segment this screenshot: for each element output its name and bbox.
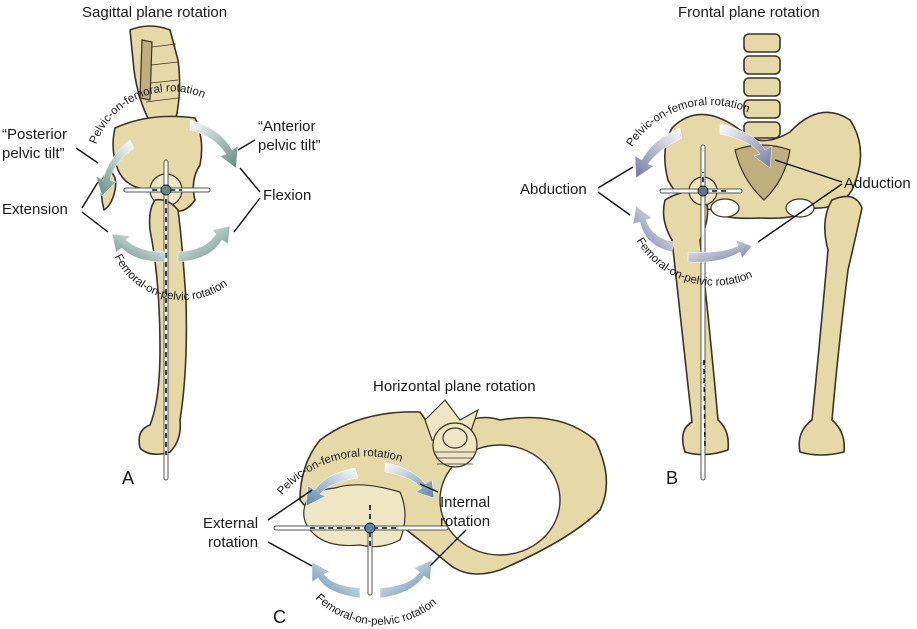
panel-a-title: Sagittal plane rotation (82, 4, 227, 21)
lumbar-spine-lateral (129, 25, 181, 123)
panel-letter-b: B (666, 468, 678, 488)
arrow-femoral-external-rotation (311, 561, 361, 599)
panel-c-title: Horizontal plane rotation (373, 378, 536, 395)
arrow-flexion (177, 225, 231, 263)
panel-letter-a: A (122, 468, 134, 488)
pivot-point-c (364, 522, 376, 534)
arrow-pelvic-internal-rotation (384, 461, 435, 499)
pivot-point-b (697, 185, 709, 197)
label-internal-rotation-2: rotation (440, 513, 490, 530)
arrow-pelvic-abduction (634, 127, 683, 179)
label-external-rotation-2: rotation (208, 534, 258, 551)
femur-right-frontal (798, 195, 863, 456)
label-posterior-pelvic-tilt-1: “Posterior (2, 126, 67, 143)
arc-label-femoral-on-pelvic-c: Femoral-on-pelvic rotation (313, 592, 439, 628)
arrow-extension (111, 233, 166, 263)
pelvic-inlet (439, 444, 561, 556)
panel-a-sagittal: Sagittal plane rotation Pelvic-on-femora… (2, 4, 321, 488)
femur-lateral (138, 198, 188, 456)
arrow-pelvic-adduction (719, 123, 773, 169)
label-adduction: Adduction (844, 175, 911, 192)
sacrum (734, 144, 791, 201)
label-posterior-pelvic-tilt-2: pelvic tilt” (2, 145, 65, 162)
axis-horizontal-c (273, 525, 449, 531)
label-internal-rotation-1: Internal (440, 494, 490, 511)
label-external-rotation-1: External (203, 515, 258, 532)
arrow-femoral-adduction (687, 239, 753, 263)
panel-b-title: Frontal plane rotation (678, 4, 820, 21)
label-abduction: Abduction (520, 181, 587, 198)
arrow-posterior-tilt (95, 139, 135, 197)
arrow-pelvic-external-rotation (305, 467, 359, 507)
femur-left-frontal (662, 191, 730, 456)
pivot-point-a (160, 184, 172, 196)
axis-vertical-c (367, 529, 373, 596)
lumbar-spine-frontal (743, 33, 781, 139)
panel-b-frontal: Frontal plane rotation Pelvic-on-femoral (520, 4, 911, 488)
arrow-anterior-tilt (189, 119, 239, 169)
femoral-head-superior (303, 484, 406, 548)
label-extension: Extension (2, 201, 68, 218)
arrow-femoral-abduction (632, 205, 675, 253)
label-anterior-pelvic-tilt-2: pelvic tilt” (258, 137, 321, 154)
sacrum-vertebra-superior (424, 399, 480, 468)
panel-letter-c: C (273, 607, 286, 627)
label-flexion: Flexion (263, 187, 311, 204)
label-anterior-pelvic-tilt-1: “Anterior (258, 118, 316, 135)
arrow-femoral-internal-rotation (379, 559, 433, 599)
panel-c-horizontal: Horizontal plane rotation Pelvic-on-femo… (203, 378, 608, 628)
